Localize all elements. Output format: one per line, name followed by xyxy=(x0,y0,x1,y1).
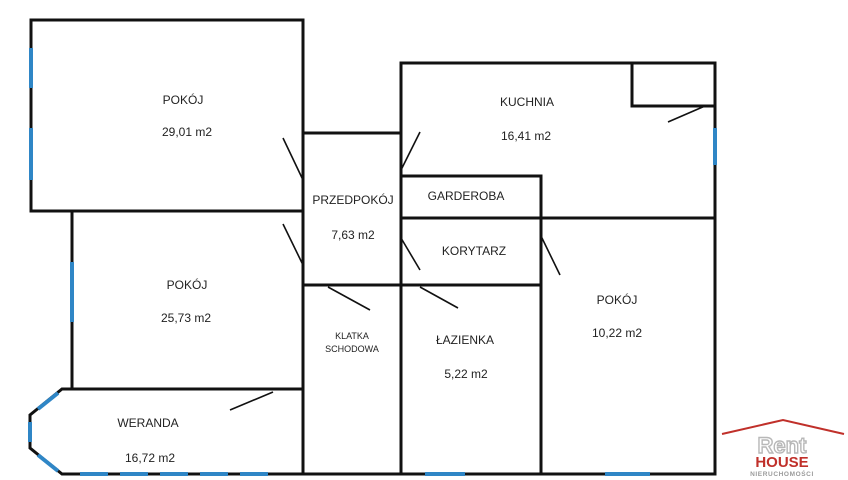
label-korytarz-name: KORYTARZ xyxy=(442,244,506,258)
room-labels: POKÓJ 29,01 m2 POKÓJ 25,73 m2 WERANDA 16… xyxy=(117,92,642,465)
label-lazienka-name: ŁAZIENKA xyxy=(436,333,494,347)
label-kuchnia-name: KUCHNIA xyxy=(500,95,554,109)
label-pokoj-3-name: POKÓJ xyxy=(597,292,638,307)
doors xyxy=(229,105,706,411)
wall-pokoj-1 xyxy=(29,18,305,213)
label-kuchnia-area: 16,41 m2 xyxy=(501,129,551,143)
label-przedpokoj-area: 7,63 m2 xyxy=(331,228,375,242)
windows xyxy=(28,48,717,476)
label-pokoj-1-area: 29,01 m2 xyxy=(162,125,212,139)
door-kuchnia-niche xyxy=(667,105,706,123)
label-weranda-area: 16,72 m2 xyxy=(125,451,175,465)
label-weranda-name: WERANDA xyxy=(117,416,178,430)
door-pokoj-1 xyxy=(282,137,304,181)
label-przedpokoj-name: PRZEDPOKÓJ xyxy=(312,192,393,207)
window-weranda-ne xyxy=(36,391,60,411)
door-kuchnia xyxy=(400,131,421,171)
door-pokoj-2 xyxy=(282,223,304,266)
door-lazienka xyxy=(419,286,459,309)
wall-kuchnia-niche xyxy=(630,61,717,108)
label-garderoba-name: GARDEROBA xyxy=(428,189,505,203)
door-weranda xyxy=(229,391,274,411)
window-weranda-sw xyxy=(36,453,60,473)
walls xyxy=(28,18,717,476)
door-korytarz xyxy=(400,237,421,271)
label-pokoj-2-name: POKÓJ xyxy=(167,277,208,292)
door-pokoj-3 xyxy=(540,235,561,276)
rent-house-logo: Rent HOUSE NIERUCHOMOŚCI xyxy=(721,418,845,478)
label-pokoj-1-name: POKÓJ xyxy=(163,92,204,107)
logo-word-house: HOUSE xyxy=(755,454,808,471)
door-klatka xyxy=(327,286,371,311)
label-klatka-line2: SCHODOWA xyxy=(325,344,379,354)
label-lazienka-area: 5,22 m2 xyxy=(444,367,488,381)
house-roof-icon xyxy=(721,418,845,435)
logo-tagline: NIERUCHOMOŚCI xyxy=(750,469,814,478)
label-klatka-line1: KLATKA xyxy=(335,331,369,341)
logo-word-rent: Rent xyxy=(758,433,808,458)
label-pokoj-2-area: 25,73 m2 xyxy=(161,311,211,325)
label-pokoj-3-area: 10,22 m2 xyxy=(592,326,642,340)
